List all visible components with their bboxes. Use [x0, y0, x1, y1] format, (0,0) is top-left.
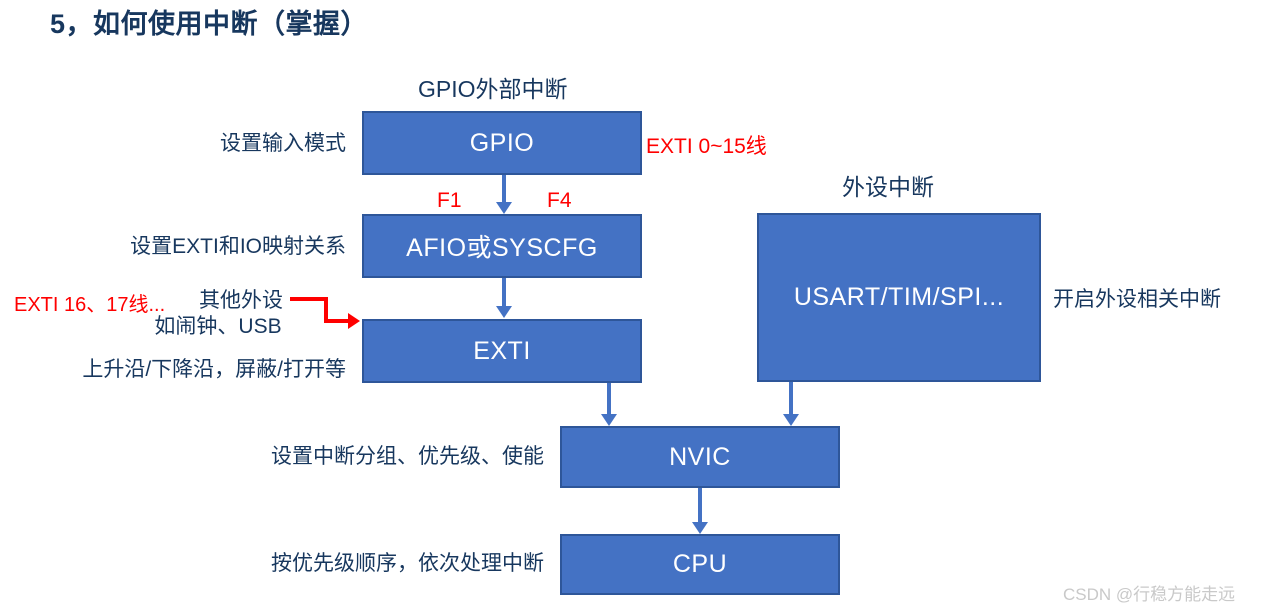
label-afio-side: 设置EXTI和IO映射关系: [130, 235, 346, 258]
box-usart[interactable]: USART/TIM/SPI...: [757, 213, 1041, 382]
peripheral-interrupt-heading: 外设中断: [842, 174, 934, 200]
box-nvic[interactable]: NVIC: [560, 426, 840, 488]
label-nvic-side: 设置中断分组、优先级、使能: [271, 445, 544, 468]
arrow-nvic-to-cpu: [682, 488, 718, 534]
label-exti-side: 上升沿/下降沿，屏蔽/打开等: [82, 358, 346, 381]
label-gpio-side: 设置输入模式: [220, 132, 346, 155]
box-exti[interactable]: EXTI: [362, 319, 642, 383]
box-cpu[interactable]: CPU: [560, 534, 840, 595]
annotation-exti-lines: EXTI 0~15线: [646, 135, 767, 158]
arrow-gpio-to-afio: [486, 175, 522, 214]
box-gpio[interactable]: GPIO: [362, 111, 642, 175]
label-other-peripherals-line2: 如闹钟、USB: [154, 315, 282, 338]
label-other-peripherals-line1: 其他外设: [199, 289, 283, 312]
arrow-usart-to-nvic: [773, 382, 809, 426]
annotation-f1: F1: [437, 189, 462, 212]
annotation-f4: F4: [547, 189, 572, 212]
annotation-exti-16-17: EXTI 16、17线...: [14, 294, 166, 316]
label-cpu-side: 按优先级顺序，依次处理中断: [271, 552, 544, 575]
arrow-afio-to-exti: [486, 278, 522, 318]
box-afio[interactable]: AFIO或SYSCFG: [362, 214, 642, 278]
watermark: CSDN @行稳方能走远: [1063, 585, 1236, 604]
label-usart-side: 开启外设相关中断: [1053, 288, 1221, 311]
arrow-exti-to-nvic: [591, 383, 627, 426]
gpio-interrupt-heading: GPIO外部中断: [418, 76, 568, 102]
page-title: 5，如何使用中断（掌握）: [50, 9, 369, 39]
